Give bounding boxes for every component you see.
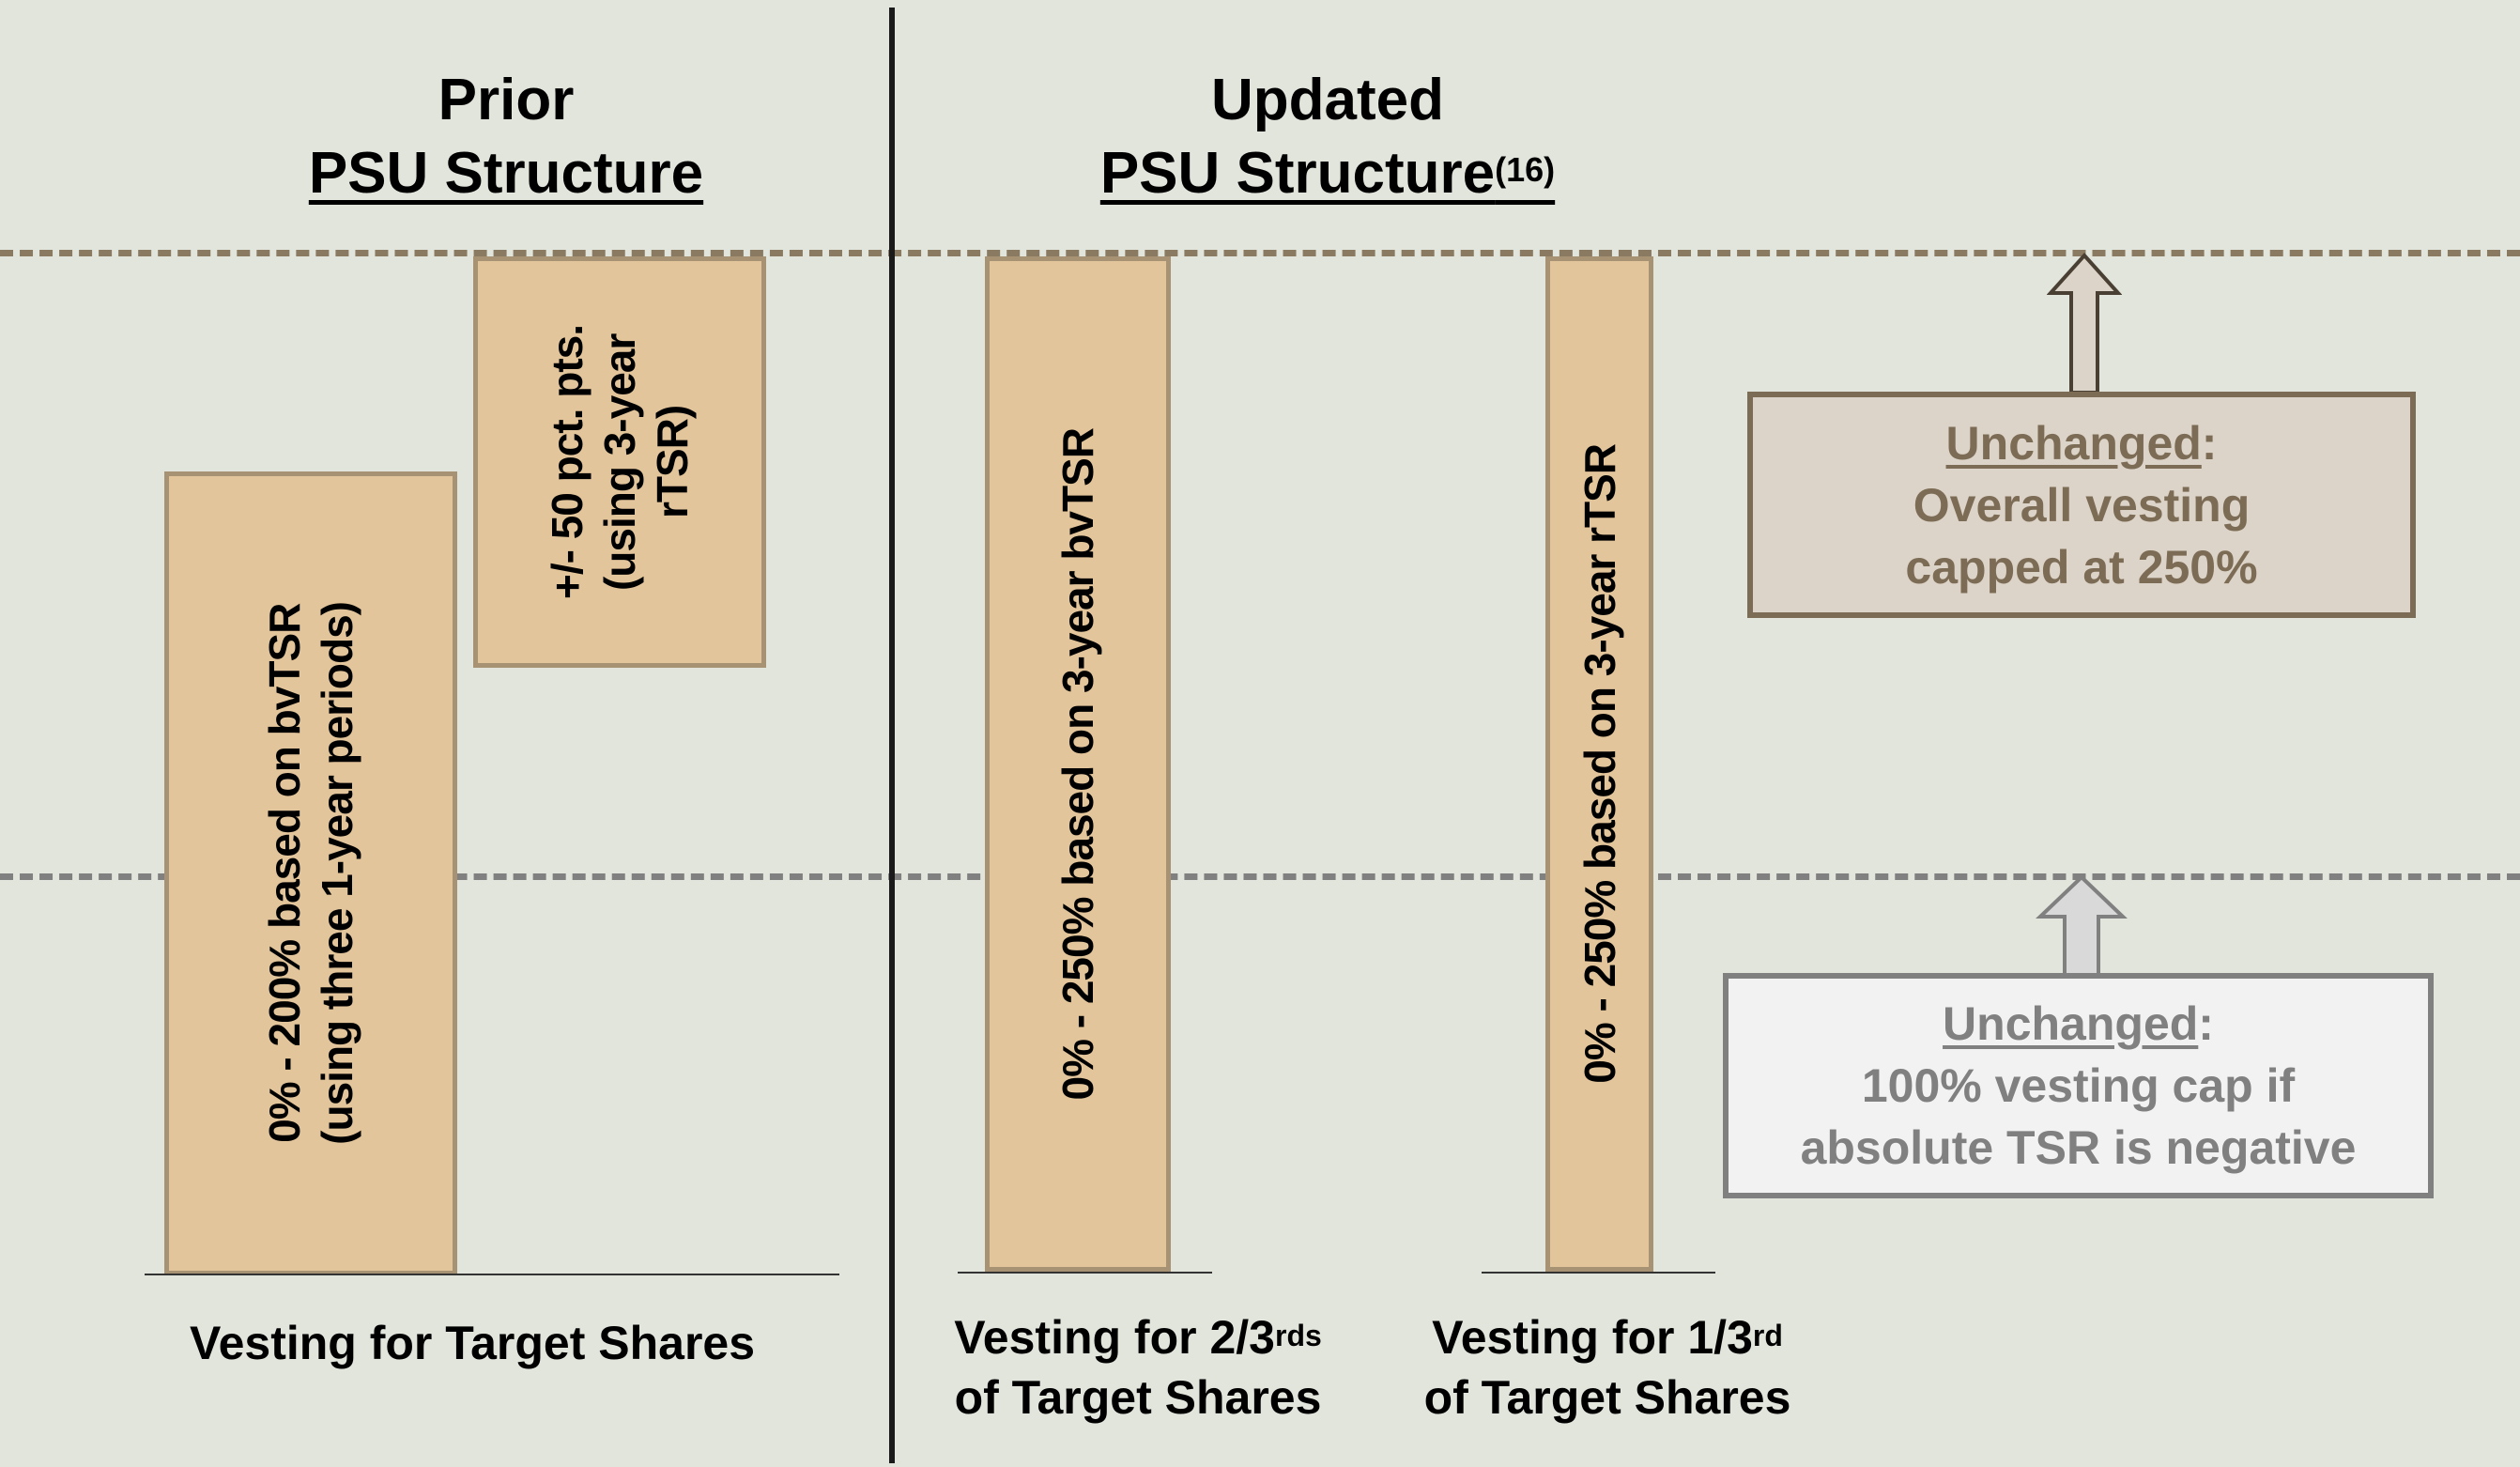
top-callout-line2: capped at 250% xyxy=(1905,540,2258,594)
negative-tsr-callout: Unchanged: 100% vesting cap if absolute … xyxy=(1723,973,2434,1198)
bottom-callout-colon: : xyxy=(2198,997,2214,1050)
prior-bar2-text2: (using 3-year xyxy=(595,333,644,591)
prior-bar1-text2: (using three 1-year periods) xyxy=(313,602,361,1145)
bottom-callout-line1: 100% vesting cap if xyxy=(1861,1059,2296,1112)
label1-line2: of Target Shares xyxy=(954,1371,1322,1424)
prior-bar2-text1: +/- 50 pct. pts. xyxy=(543,324,592,600)
prior-title-line2: PSU Structure xyxy=(308,141,704,206)
prior-bvtsr-bar: 0% - 200% based on bvTSR (using three 1-… xyxy=(164,471,457,1275)
updated-title-line2: PSU Structure xyxy=(1099,141,1496,206)
prior-title-line1: Prior xyxy=(438,68,575,132)
overall-cap-callout: Unchanged: Overall vesting capped at 250… xyxy=(1747,392,2416,618)
label2-sup: rd xyxy=(1752,1319,1783,1352)
updated-label-2: Vesting for 1/3rd of Target Shares xyxy=(1424,1307,1791,1428)
updated-baseline-2 xyxy=(1482,1272,1715,1274)
prior-label: Vesting for Target Shares xyxy=(189,1317,756,1369)
top-callout-line1: Overall vesting xyxy=(1913,478,2251,532)
section-divider xyxy=(889,8,895,1463)
label1-prefix: Vesting for 2/3 xyxy=(954,1311,1275,1364)
updated-title-line1: Updated xyxy=(1211,68,1444,132)
updated-label-1: Vesting for 2/3rds of Target Shares xyxy=(954,1307,1322,1428)
updated-rtsr-bar: 0% - 250% based on 3-year rTSR xyxy=(1545,256,1653,1272)
top-callout-heading: Unchanged xyxy=(1945,416,2202,470)
top-callout-colon: : xyxy=(2201,416,2218,470)
up-arrow-icon xyxy=(2047,253,2122,394)
label2-prefix: Vesting for 1/3 xyxy=(1432,1311,1753,1364)
prior-bar2-text3: rTSR) xyxy=(648,405,697,519)
bottom-callout-line2: absolute TSR is negative xyxy=(1800,1121,2357,1174)
updated-bar2-text: 0% - 250% based on 3-year rTSR xyxy=(1575,444,1624,1084)
label2-line2: of Target Shares xyxy=(1423,1371,1791,1424)
bottom-callout-heading: Unchanged xyxy=(1943,997,2199,1050)
cap-100-dashed-line xyxy=(0,873,2520,880)
footnote-ref: (16) xyxy=(1495,150,1556,189)
updated-bvtsr-bar: 0% - 250% based on 3-year bvTSR xyxy=(985,256,1171,1272)
updated-title: Updated PSU Structure(16) xyxy=(952,64,1703,210)
label1-sup: rds xyxy=(1274,1319,1322,1352)
prior-baseline xyxy=(145,1274,839,1275)
cap-250-dashed-line xyxy=(0,250,2520,256)
updated-baseline-1 xyxy=(958,1272,1212,1274)
updated-bar1-text: 0% - 250% based on 3-year bvTSR xyxy=(1053,427,1102,1101)
prior-title: Prior PSU Structure xyxy=(131,64,882,210)
prior-bar1-text1: 0% - 200% based on bvTSR xyxy=(260,603,309,1144)
prior-rtsr-modifier-bar: +/- 50 pct. pts. (using 3-year rTSR) xyxy=(473,256,766,668)
up-arrow-icon xyxy=(2036,874,2128,977)
